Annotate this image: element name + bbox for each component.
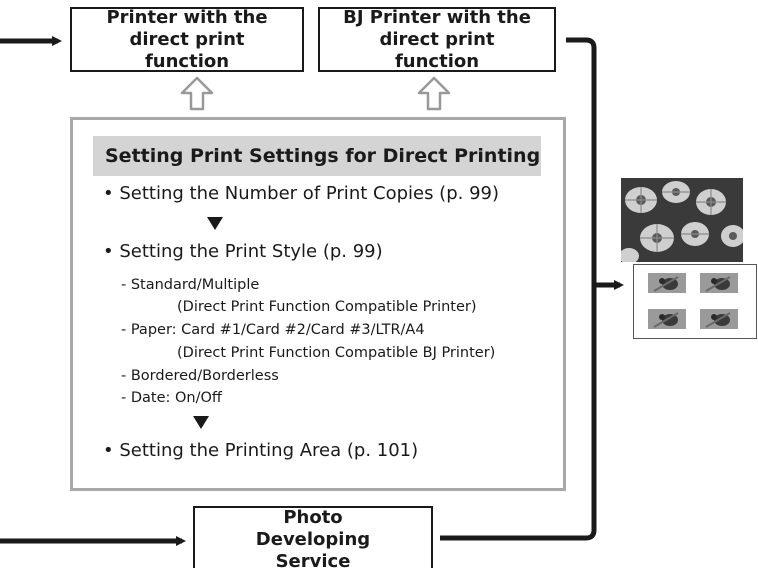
bird-thumbnail-image (648, 309, 686, 329)
option-border: - Bordered/Borderless (121, 368, 279, 384)
down-triangle-icon (193, 416, 209, 429)
item-copies: • Setting the Number of Print Copies (p.… (103, 183, 499, 204)
printer-direct-label: Printer with the direct print function (106, 6, 268, 72)
photo-service-box: Photo Developing Service (193, 506, 433, 572)
note-direct-printer: (Direct Print Function Compatible Printe… (177, 299, 477, 315)
photo-service-label: Photo Developing Service (255, 507, 371, 572)
down-triangle-icon (207, 217, 223, 230)
bj-printer-direct-label: BJ Printer with the direct print functio… (343, 6, 531, 72)
item-printing-area: • Setting the Printing Area (p. 101) (103, 440, 419, 461)
option-paper: - Paper: Card #1/Card #2/Card #3/LTR/A4 (121, 322, 425, 338)
flower-photo-image (621, 178, 743, 262)
option-date: - Date: On/Off (121, 390, 222, 406)
multiple-print-sheet (633, 264, 757, 339)
bird-thumbnail-image (700, 309, 738, 329)
printer-direct-box: Printer with the direct print function (70, 7, 304, 72)
note-bj-printer: (Direct Print Function Compatible BJ Pri… (177, 345, 496, 361)
up-outline-arrow-icon (417, 76, 451, 111)
up-outline-arrow-icon (180, 76, 214, 111)
bird-thumbnail-image (700, 273, 738, 293)
option-standard-multiple: - Standard/Multiple (121, 277, 260, 293)
bj-printer-direct-box: BJ Printer with the direct print functio… (318, 7, 556, 72)
item-print-style: • Setting the Print Style (p. 99) (103, 241, 383, 262)
bird-thumbnail-image (648, 273, 686, 293)
panel-title: Setting Print Settings for Direct Printi… (93, 136, 541, 176)
output-bracket (440, 37, 597, 541)
direct-print-settings-panel: Setting Print Settings for Direct Printi… (70, 117, 566, 491)
